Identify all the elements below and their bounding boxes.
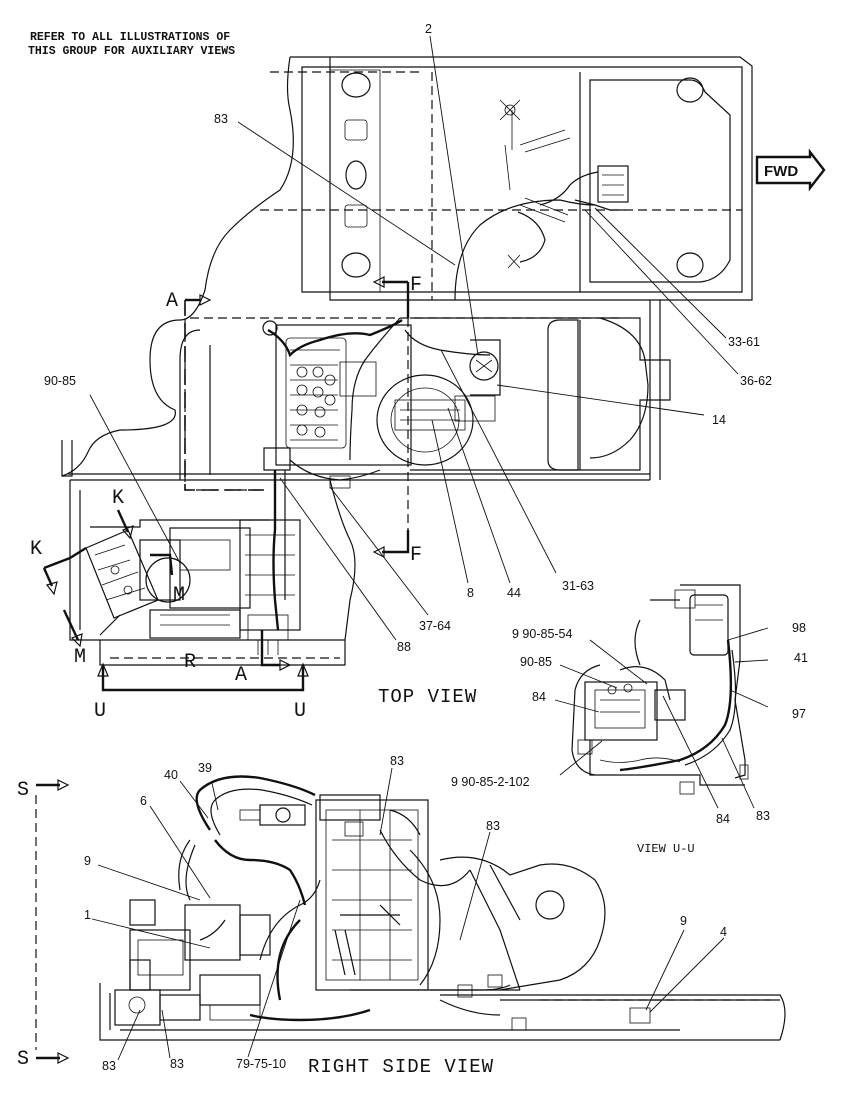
callout-98: 98 xyxy=(792,621,806,635)
view-uu-title: VIEW U-U xyxy=(637,842,695,856)
callout-90-85-view-uu: 90-85 xyxy=(520,655,552,669)
section-marker-m-upper: M xyxy=(173,584,186,607)
callout-9-90-85-2-102: 9 90-85-2-102 xyxy=(451,775,530,789)
callout-41: 41 xyxy=(794,651,808,665)
section-marker-k-upper: K xyxy=(112,487,125,510)
section-marker-s-top: S xyxy=(17,779,30,802)
callout-90-85-top: 90-85 xyxy=(44,374,76,388)
callout-79-75-10: 79-75-10 xyxy=(236,1057,286,1071)
callout-88: 88 xyxy=(397,640,411,654)
callout-97: 97 xyxy=(792,707,806,721)
section-marker-u-left: U xyxy=(94,700,107,723)
section-marker-m-lower: M xyxy=(74,646,87,669)
callout-33-61: 33-61 xyxy=(728,335,760,349)
auxiliary-note-line1: REFER TO ALL ILLUSTRATIONS OF xyxy=(30,31,230,44)
top-view-drawing xyxy=(61,56,753,666)
callout-40: 40 xyxy=(164,768,178,782)
section-marker-k-lower: K xyxy=(30,538,43,561)
callout-9-side-right: 9 xyxy=(680,914,687,928)
view-uu-drawing xyxy=(571,584,749,795)
section-marker-f-bottom: F xyxy=(410,544,423,567)
section-marker-a-top: A xyxy=(166,290,179,313)
leader-lines xyxy=(89,35,769,1061)
callout-8: 8 xyxy=(467,586,474,600)
callout-labels: 2 83 33-61 36-62 14 90-85 8 44 31-63 37-… xyxy=(44,22,808,1073)
top-view-title: TOP VIEW xyxy=(378,686,477,708)
callout-9-90-85-54: 9 90-85-54 xyxy=(512,627,573,641)
callout-84-view-uu-bottom: 84 xyxy=(716,812,730,826)
right-side-view-drawing xyxy=(99,775,786,1041)
forward-label: FWD xyxy=(764,163,798,180)
section-marker-a-bottom: A xyxy=(235,664,248,687)
callout-1: 1 xyxy=(84,908,91,922)
section-marker-f-top: F xyxy=(410,274,423,297)
section-marker-r: R xyxy=(184,651,197,674)
callout-4: 4 xyxy=(720,925,727,939)
forward-arrow-icon: FWD xyxy=(755,148,826,192)
callout-84-view-uu-left: 84 xyxy=(532,690,546,704)
callout-39: 39 xyxy=(198,761,212,775)
section-s-markers: S S xyxy=(17,779,70,1071)
callout-36-62: 36-62 xyxy=(740,374,772,388)
callout-31-63: 31-63 xyxy=(562,579,594,593)
right-side-view-title: RIGHT SIDE VIEW xyxy=(308,1056,494,1078)
section-markers: A A F F K K M M R U U xyxy=(30,274,423,723)
callout-2-top: 2 xyxy=(425,22,432,36)
callout-37-64: 37-64 xyxy=(419,619,451,633)
callout-83-bottom-left: 83 xyxy=(102,1059,116,1073)
callout-6: 6 xyxy=(140,794,147,808)
callout-44: 44 xyxy=(507,586,521,600)
callout-83-side-right: 83 xyxy=(486,819,500,833)
callout-14: 14 xyxy=(712,413,726,427)
section-marker-u-right: U xyxy=(294,700,307,723)
callout-83-view-uu: 83 xyxy=(756,809,770,823)
callout-83-top: 83 xyxy=(214,112,228,126)
auxiliary-note-line2: THIS GROUP FOR AUXILIARY VIEWS xyxy=(28,45,235,58)
callout-9-side-left: 9 xyxy=(84,854,91,868)
section-marker-s-bottom: S xyxy=(17,1048,30,1071)
callout-83-side-top: 83 xyxy=(390,754,404,768)
callout-83-bottom-mid: 83 xyxy=(170,1057,184,1071)
